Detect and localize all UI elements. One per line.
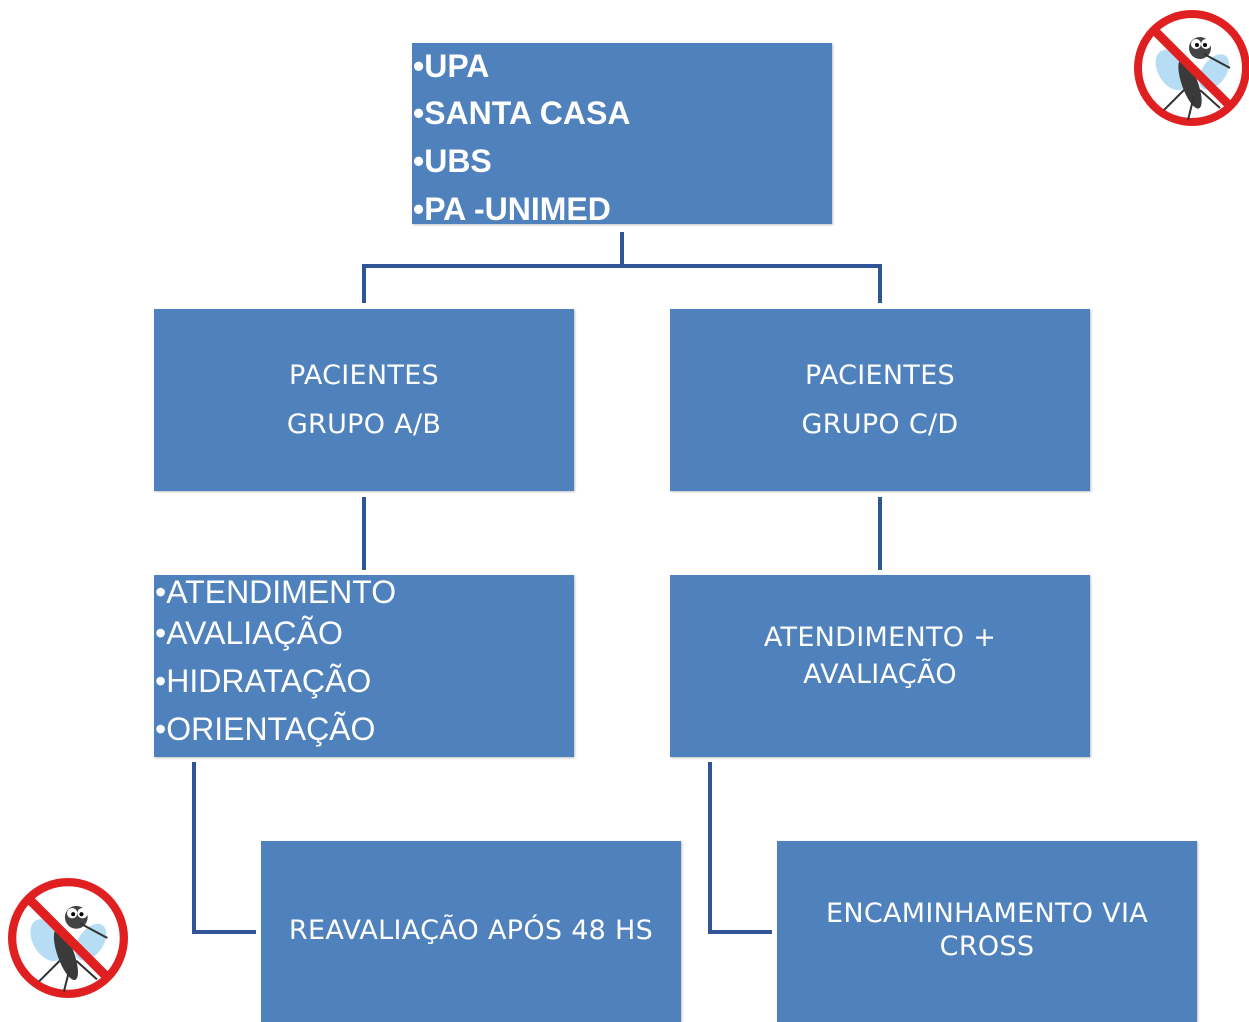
group-ab-subtitle: GRUPO A/B [286,409,442,440]
connector-cd-followup [708,762,772,934]
connector-top-branch [362,264,882,303]
ab-action-item: ORIENTAÇÃO [155,705,574,753]
group-ab-box: PACIENTES GRUPO A/B [154,309,574,491]
ab-followup-box: REAVALIAÇÃO APÓS 48 HS [261,841,681,1022]
care-unit-item: SANTA CASA [413,89,832,137]
cd-actions-box: ATENDIMENTO + AVALIAÇÃO [670,575,1090,757]
group-cd-subtitle: GRUPO C/D [801,409,959,440]
ab-followup-text: REAVALIAÇÃO APÓS 48 HS [288,915,654,946]
cd-followup-box: ENCAMINHAMENTO VIA CROSS [777,841,1197,1022]
no-mosquito-icon [8,878,128,998]
ab-actions-box: ATENDIMENTO AVALIAÇÃO HIDRATAÇÃO ORIENTA… [154,575,574,757]
cd-followup-line1: ENCAMINHAMENTO VIA [826,898,1148,929]
ab-action-item: AVALIAÇÃO [155,609,574,657]
group-cd-box: PACIENTES GRUPO C/D [670,309,1090,491]
cd-followup-line2: CROSS [939,931,1035,962]
group-cd-title: PACIENTES [804,360,955,391]
ab-action-item: ATENDIMENTO [155,575,574,609]
care-unit-item: UPA [413,43,832,89]
ab-action-item: HIDRATAÇÃO [155,657,574,705]
care-units-box: UPA SANTA CASA UBS PA -UNIMED [412,43,832,227]
cd-action-line1: ATENDIMENTO + [763,622,997,653]
no-mosquito-icon [1134,10,1249,126]
group-ab-title: PACIENTES [288,360,439,391]
connector-ab-followup [192,762,256,934]
care-unit-item: UBS [413,137,832,185]
cd-action-line2: AVALIAÇÃO [803,659,957,690]
care-unit-item: PA -UNIMED [413,185,832,233]
